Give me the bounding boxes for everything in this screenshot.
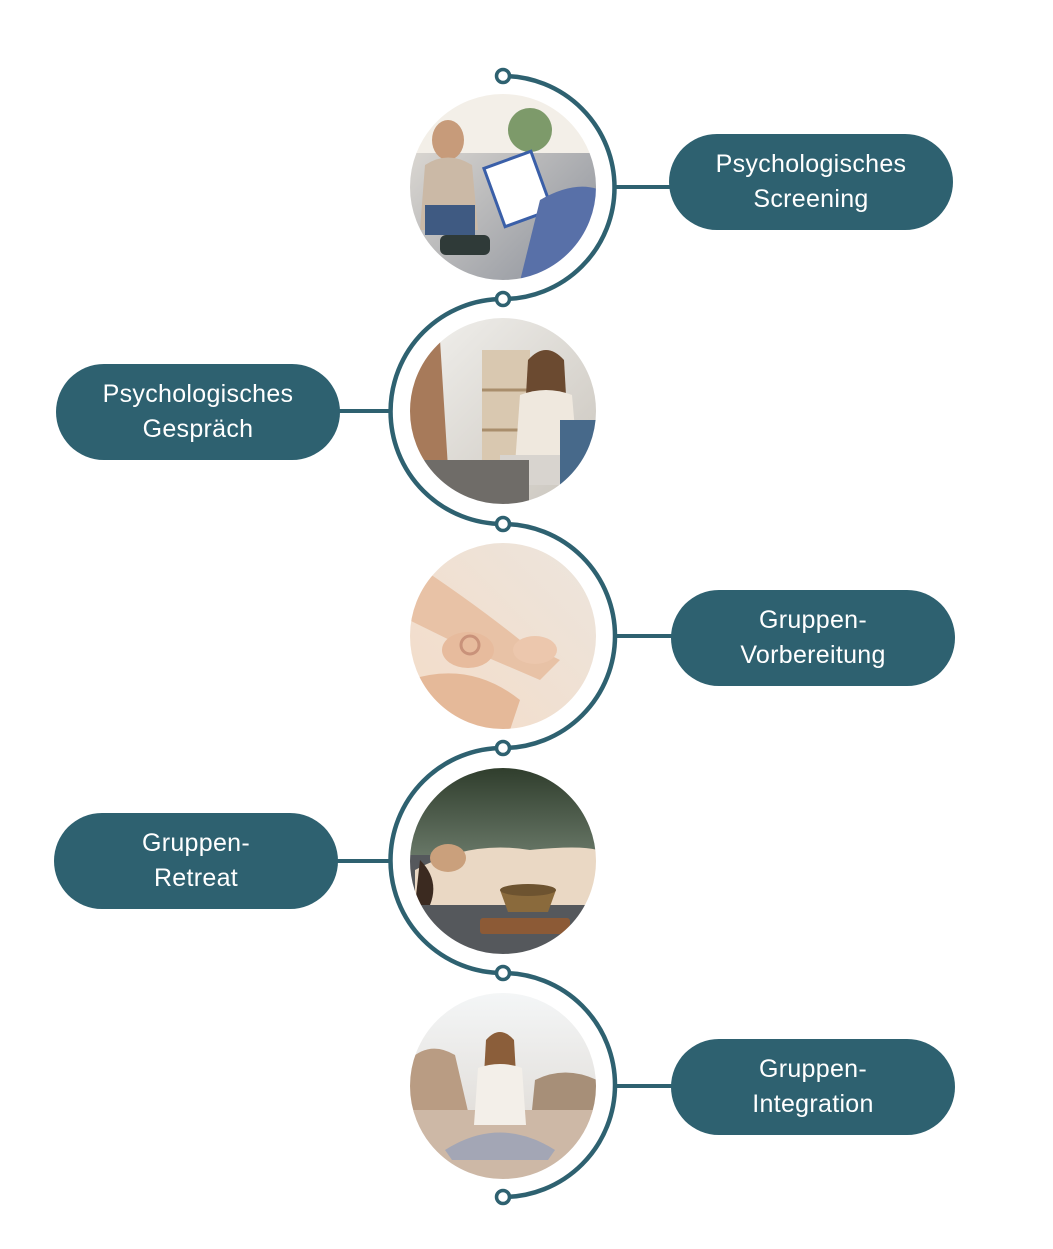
step-gruppen-retreat[interactable]: Gruppen- Retreat xyxy=(54,813,338,909)
step-label-line1: Gruppen- xyxy=(758,1055,867,1083)
timeline-node xyxy=(494,290,512,308)
step-psychologisches-screening[interactable]: Psychologisches Screening xyxy=(669,134,953,230)
step-gruppen-integration[interactable]: Gruppen- Integration xyxy=(671,1039,955,1135)
step-label-line2: Retreat xyxy=(153,864,239,892)
step-psychologisches-gespraech[interactable]: Psychologisches Gespräch xyxy=(56,364,340,460)
step-label-line2: Screening xyxy=(753,185,869,213)
step-label-line1: Psychologisches xyxy=(715,150,907,178)
step-label-line1: Gruppen- xyxy=(141,829,250,857)
timeline-node xyxy=(494,964,512,982)
step-label-line2: Integration xyxy=(752,1090,874,1118)
timeline-node xyxy=(494,739,512,757)
timeline-node xyxy=(494,515,512,533)
counseling-conversation-photo xyxy=(409,317,597,505)
step-label-line1: Psychologisches xyxy=(102,380,294,408)
meditation-hand-mudra-photo xyxy=(409,542,597,730)
timeline-node xyxy=(494,67,512,85)
timeline-node xyxy=(494,1188,512,1206)
step-label-line2: Vorbereitung xyxy=(740,641,886,669)
step-gruppen-vorbereitung[interactable]: Gruppen- Vorbereitung xyxy=(671,590,955,686)
step-label-line1: Gruppen- xyxy=(758,606,867,634)
step-label-line2: Gespräch xyxy=(142,415,254,443)
outdoor-meditation-photo xyxy=(409,992,597,1180)
